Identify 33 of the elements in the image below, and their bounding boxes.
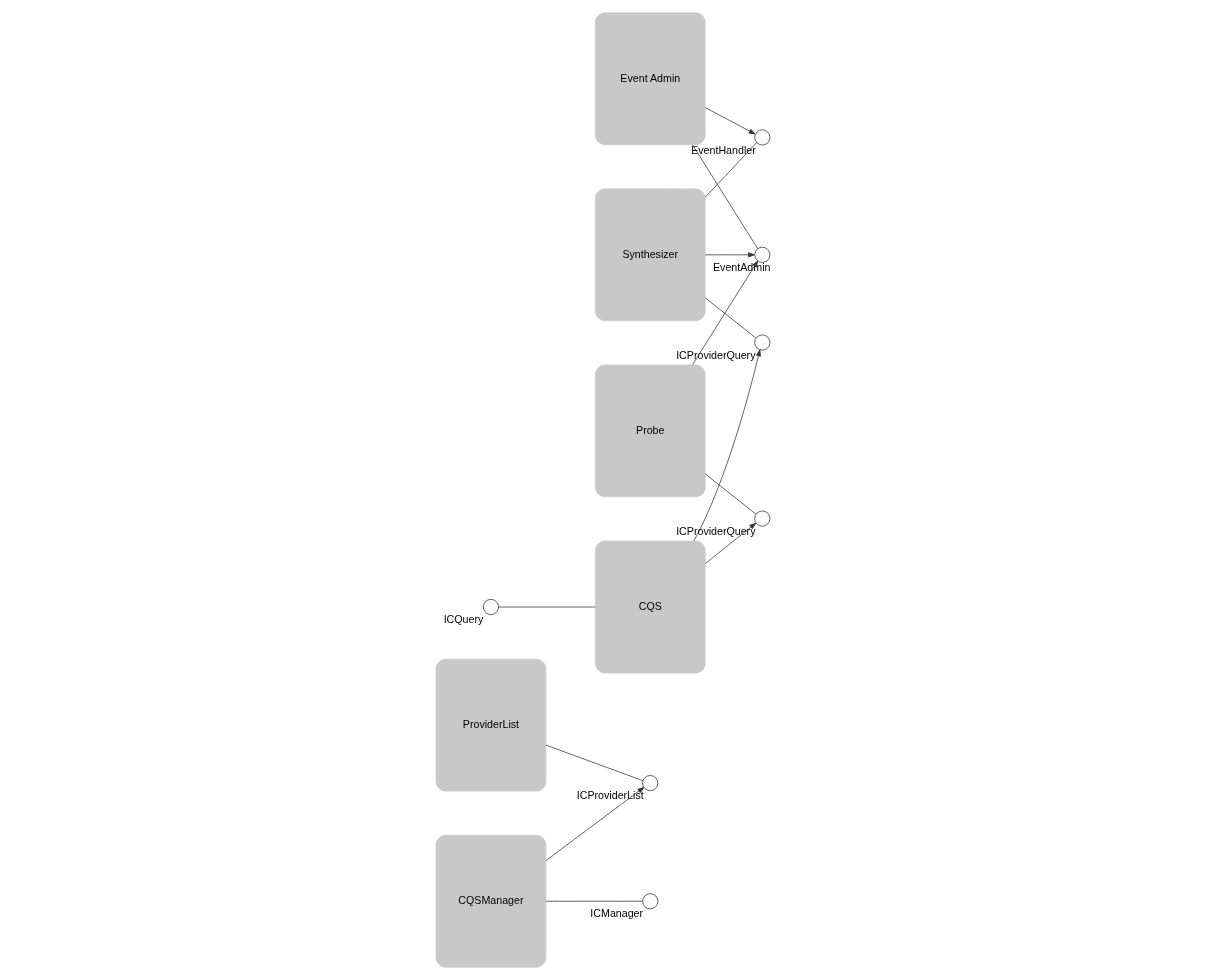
connector: [704, 297, 756, 338]
node-label: ICProviderList: [576, 788, 644, 801]
arrow: [704, 251, 755, 257]
connector: [691, 143, 758, 249]
arrow: [691, 260, 758, 365]
node-box: Probe: [594, 364, 706, 497]
connector: [704, 473, 756, 514]
node-label: ICProviderQuery: [675, 348, 755, 361]
node-label: ICQuery: [443, 612, 483, 625]
node-box: Synthesizer: [594, 188, 706, 321]
node-circle: [753, 510, 770, 527]
node-box: CQS: [594, 540, 706, 673]
node-circle: [753, 246, 770, 263]
node-circle: [641, 774, 658, 791]
connector: [497, 606, 596, 607]
node-label: EventAdmin: [712, 260, 770, 273]
connector: [545, 900, 643, 902]
node-label: EventHandler: [690, 143, 756, 156]
node-circle: [753, 334, 770, 350]
arrow: [692, 348, 761, 541]
node-circle: [641, 892, 658, 909]
arrow: [704, 106, 756, 134]
arrow: [545, 786, 644, 861]
node-circle: [482, 598, 499, 615]
node-label: ICProviderQuery: [675, 524, 755, 537]
node-box: Event Admin: [594, 11, 706, 145]
node-circle: [753, 128, 770, 145]
node-box: ProviderList: [435, 658, 546, 791]
connector: [704, 141, 757, 198]
arrow: [704, 522, 756, 564]
node-label: ICManager: [589, 906, 643, 919]
connector: [545, 744, 643, 781]
node-box: CQSManager: [435, 834, 546, 968]
